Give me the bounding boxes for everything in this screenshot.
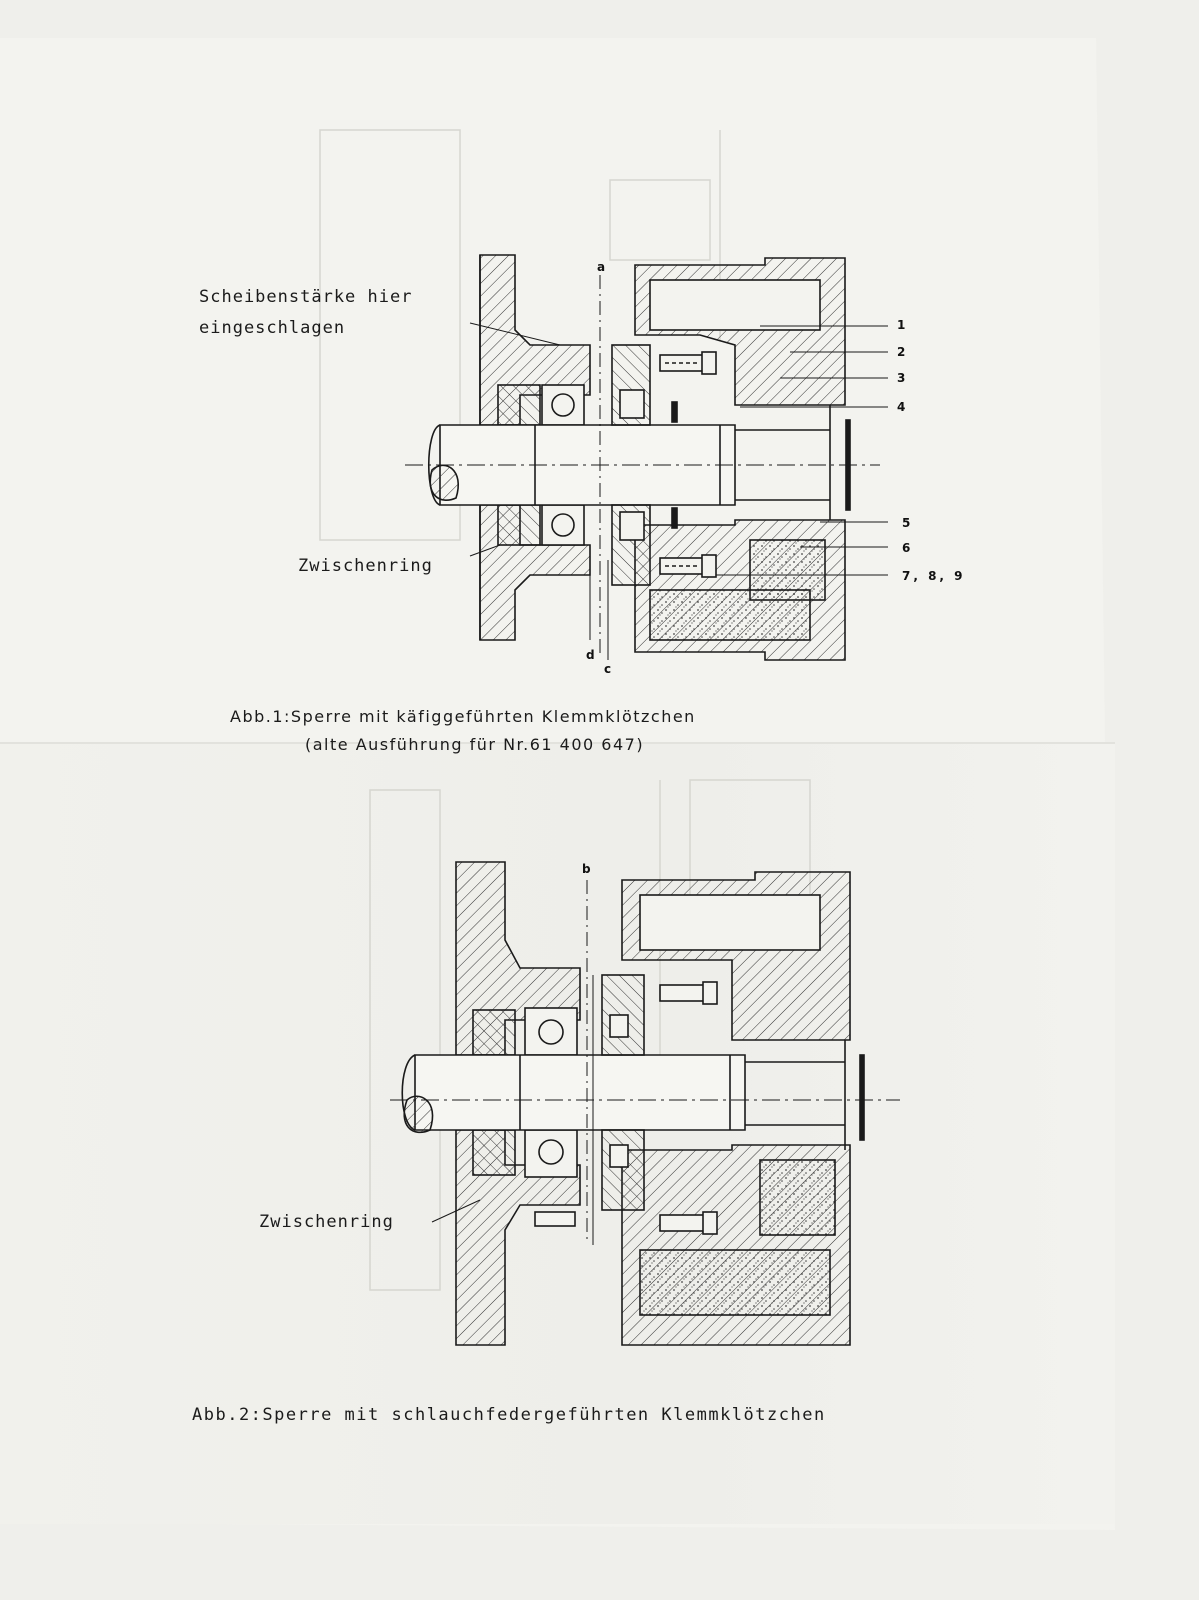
figure1-axis-c: c [604, 662, 612, 676]
figure1-axis-a: a [597, 260, 606, 274]
figure1-caption-line1: Abb.1:Sperre mit käfiggeführten Klemmklö… [230, 707, 696, 726]
figure2-axis-b: b [582, 862, 591, 876]
figure1-axis-d: d [586, 648, 595, 662]
figure2-drawing [390, 861, 900, 1346]
figure1-drawing [405, 254, 888, 661]
figure2-spacer-label: Zwischenring [259, 1212, 394, 1232]
callout-6: 6 [902, 541, 911, 555]
callout-5: 5 [902, 516, 911, 530]
callout-1: 1 [897, 318, 906, 332]
figure1-note-line2: eingeschlagen [199, 318, 346, 338]
figure2-caption: Abb.2:Sperre mit schlauchfedergeführten … [192, 1405, 826, 1425]
callout-7-8-9: 7, 8, 9 [902, 569, 966, 583]
figure1-spacer-label: Zwischenring [298, 556, 433, 576]
paper-fold-line [0, 742, 1115, 744]
callout-3: 3 [897, 371, 906, 385]
callout-2: 2 [897, 345, 906, 359]
callout-4: 4 [897, 400, 906, 414]
figure1-note-line1: Scheibenstärke hier [199, 287, 413, 307]
figure1-caption-line2: (alte Ausführung für Nr.61 400 647) [305, 735, 645, 754]
